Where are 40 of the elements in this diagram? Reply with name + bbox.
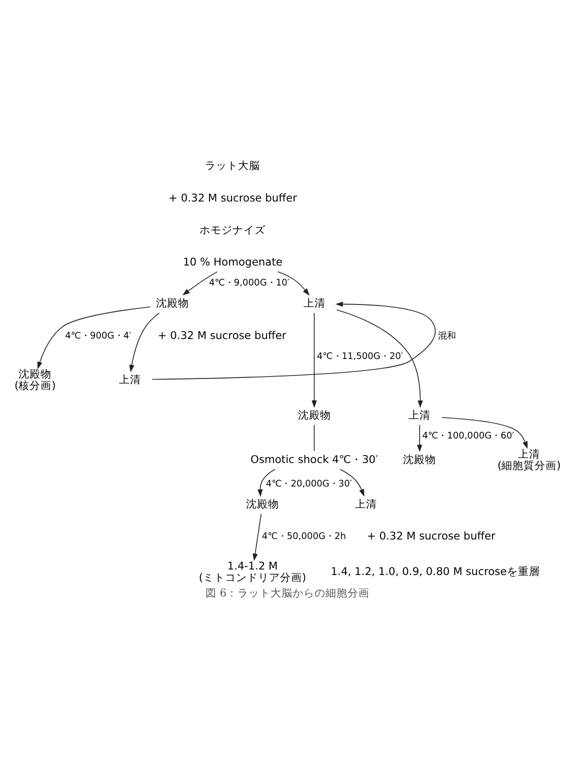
label: + 0.32 M sucrose buffer: [158, 328, 286, 342]
arrow: [182, 270, 218, 295]
edge-label: 4℃・11,500G・20′: [316, 351, 404, 362]
node-text: 沈殿物: [246, 497, 279, 510]
node-text: 沈殿物 (核分画): [14, 366, 56, 392]
arrow: [442, 416, 528, 448]
node-text: 沈殿物: [156, 296, 190, 310]
label: + 0.32 M sucrose buffer: [366, 529, 496, 542]
arrow: [312, 312, 317, 408]
node-text: 上清: [355, 497, 378, 510]
edge-label: 4℃・9,000G・10′: [209, 278, 290, 288]
node-text: Osmotic shock 4℃・30′: [250, 452, 378, 466]
node-text: 沈殿物: [403, 452, 436, 466]
node-text: 上清: [118, 372, 141, 386]
node-text: 上清: [408, 408, 431, 422]
arrow: [252, 512, 262, 561]
label: + 0.32 M sucrose buffer: [168, 190, 298, 204]
node-text: 沈殿物: [298, 408, 331, 422]
arrow: [152, 301, 436, 380]
node-text: 上清 (細胞質分画): [497, 446, 561, 472]
arrow: [37, 306, 151, 369]
edge-label: 混和: [438, 330, 456, 341]
arrow: [258, 468, 276, 496]
arrow: [417, 424, 422, 452]
node-text: 上清: [303, 296, 326, 310]
arrow: [340, 468, 364, 496]
connector: [314, 424, 315, 451]
edge-label: 4℃・100,000G・60′: [422, 431, 514, 442]
edge-label: 4℃・900G・4′: [65, 330, 132, 341]
arrow: [278, 270, 310, 296]
node-text: 10 % Homogenate: [182, 254, 283, 268]
edge-label: 4℃・50,000G・2h: [262, 532, 346, 542]
label: ホモジナイズ: [200, 222, 266, 236]
label: ラット大脳: [205, 158, 260, 172]
edge-label: 4℃・20,000G・30′: [266, 478, 352, 489]
arrow: [129, 312, 160, 372]
arrow: [336, 308, 423, 408]
caption: 図 6：ラット大脳からの細胞分画: [205, 586, 370, 599]
label: 1.4, 1.2, 1.0, 0.9, 0.80 M sucroseを重層: [330, 564, 540, 578]
node-text: 1.4-1.2 M (ミトコンドリア分画): [198, 558, 306, 584]
